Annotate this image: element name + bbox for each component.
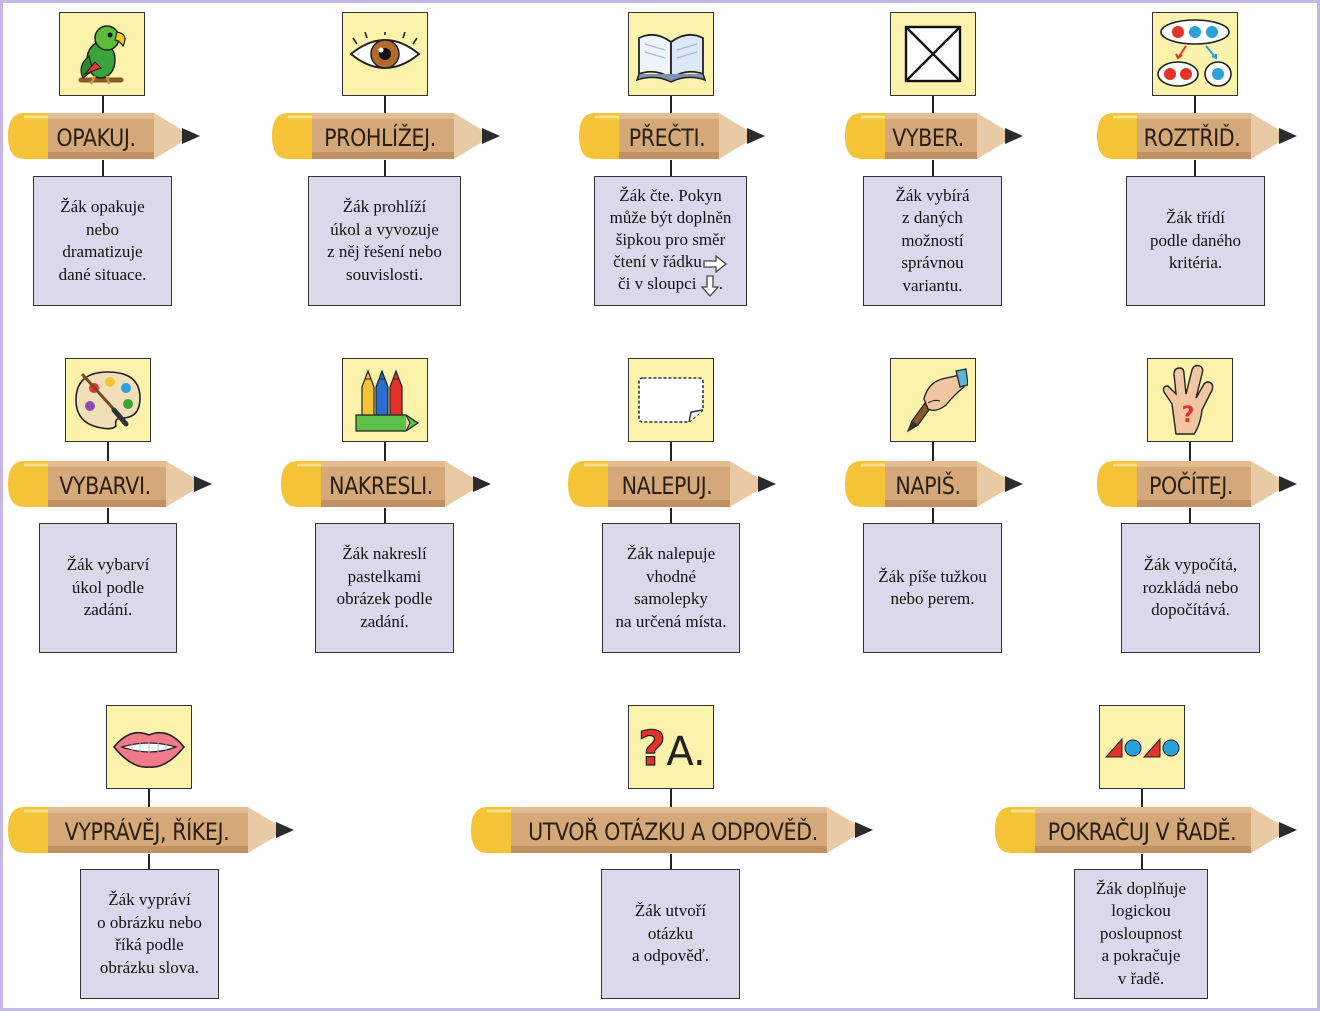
pencil-shape xyxy=(845,113,1023,159)
connector-line xyxy=(102,160,104,176)
description-text: Žák vypočítá, rozkládá nebo dopočítává. xyxy=(1142,555,1239,620)
arrow-right-icon xyxy=(703,254,727,273)
instruction-description: Žák doplňuje logickou posloupnost a pokr… xyxy=(1074,869,1208,999)
connector-line xyxy=(670,508,672,523)
arrow-down-icon xyxy=(700,274,719,297)
eye-icon xyxy=(342,12,428,96)
instruction-label: OPAKUJ. xyxy=(56,124,136,152)
connector-line xyxy=(1141,789,1143,809)
lips-icon xyxy=(106,705,192,789)
instruction-description: Žák vybarví úkol podle zadání. xyxy=(39,523,177,653)
connector-line xyxy=(670,789,672,809)
instruction-label: POČÍTEJ. xyxy=(1148,472,1234,500)
connector-line xyxy=(932,160,934,176)
instruction-label: NAPIŠ. xyxy=(895,472,961,500)
description-text: Žák nakreslí pastelkami obrázek podle za… xyxy=(336,544,433,631)
connector-line xyxy=(1194,160,1196,176)
description-text: Žák prohlíží úkol a vyvozuje z něj řešen… xyxy=(327,197,442,284)
instruction-description: Žák prohlíží úkol a vyvozuje z něj řešen… xyxy=(308,176,461,306)
pencil-shape xyxy=(1097,113,1297,159)
pencil-shape xyxy=(845,461,1023,507)
connector-line xyxy=(932,442,934,462)
connector-line xyxy=(384,96,386,116)
pencil-shape xyxy=(995,807,1297,853)
answer-glyph: A. xyxy=(666,729,705,775)
instruction-label: NALEPUJ. xyxy=(621,472,713,500)
instruction-description: Žák nalepuje vhodné samolepky na určená … xyxy=(602,523,740,653)
connector-line xyxy=(670,96,672,116)
pencil-shape xyxy=(8,461,212,507)
connector-line xyxy=(1189,442,1191,462)
description-text: Žák nalepuje vhodné samolepky na určená … xyxy=(615,544,727,631)
connector-line xyxy=(1141,854,1143,869)
pencil-shape xyxy=(568,461,776,507)
instruction-label: POKRAČUJ V ŘADĚ. xyxy=(1047,818,1237,846)
description-text: Žák píše tužkou nebo perem. xyxy=(878,566,987,609)
counting-hand-icon: ? xyxy=(1147,358,1233,442)
description-text: Žák čte. Pokyn může být doplněn šipkou p… xyxy=(609,186,732,272)
instruction-description: Žák nakreslí pastelkami obrázek podle za… xyxy=(315,523,454,653)
connector-line xyxy=(932,508,934,523)
instruction-description: Žák vybírá z daných možností správnou va… xyxy=(863,176,1002,306)
connector-line xyxy=(148,854,150,869)
pencil-shape xyxy=(471,807,873,853)
instruction-description: Žák vypráví o obrázku nebo říká podle ob… xyxy=(80,869,219,999)
connector-line xyxy=(1189,508,1191,523)
pencil-shape xyxy=(272,113,500,159)
pencil-shape xyxy=(8,807,294,853)
palette-icon xyxy=(65,358,151,442)
pencil-shape xyxy=(8,113,200,159)
svg-text:?: ? xyxy=(1182,403,1195,428)
instruction-description: Žák vypočítá, rozkládá nebo dopočítává. xyxy=(1121,523,1260,653)
instruction-description: Žák opakuje nebo dramatizuje dané situac… xyxy=(33,176,172,306)
description-text: Žák opakuje nebo dramatizuje dané situac… xyxy=(58,197,147,284)
connector-line xyxy=(670,160,672,176)
instruction-label: NAKRESLI. xyxy=(329,472,433,500)
connector-line xyxy=(384,508,386,523)
instruction-description: Žák píše tužkou nebo perem. xyxy=(863,523,1002,653)
description-text: Žák třídí podle daného kritéria. xyxy=(1149,208,1242,273)
open-book-icon xyxy=(628,12,714,96)
instruction-label: PŘEČTI. xyxy=(628,124,706,152)
connector-line xyxy=(384,442,386,462)
connector-line xyxy=(384,160,386,176)
description-text-end: či v sloupci xyxy=(618,274,697,294)
description-text: Žák doplňuje logickou posloupnost a pokr… xyxy=(1095,878,1187,988)
connector-line xyxy=(102,96,104,116)
instruction-label: UTVOŘ OTÁZKU A ODPOVĚĎ. xyxy=(528,818,818,846)
instruction-label: VYBER. xyxy=(892,124,964,152)
description-punct: . xyxy=(718,274,723,294)
instruction-label: VYBARVI. xyxy=(59,472,151,500)
connector-line xyxy=(107,508,109,523)
instruction-description: Žák utvoří otázku a odpověď. xyxy=(601,869,740,999)
description-text: Žák utvoří otázku a odpověď. xyxy=(631,901,710,966)
connector-line xyxy=(670,442,672,462)
instruction-description: Žák čte. Pokyn může být doplněn šipkou p… xyxy=(594,176,747,306)
instruction-label: VYPRÁVĚJ, ŘÍKEJ. xyxy=(64,818,230,846)
connector-line xyxy=(670,854,672,869)
pencil-shape xyxy=(281,461,491,507)
description-text: Žák vypráví o obrázku nebo říká podle ob… xyxy=(97,890,202,977)
connector-line xyxy=(1194,96,1196,116)
description-text: Žák vybarví úkol podle zadání. xyxy=(66,555,150,620)
connector-line xyxy=(148,789,150,809)
connector-line xyxy=(107,442,109,462)
instruction-description: Žák třídí podle daného kritéria. xyxy=(1126,176,1265,306)
pencil-shape xyxy=(1097,461,1297,507)
sorting-dots-icon xyxy=(1152,12,1238,96)
sticker-icon xyxy=(628,358,714,442)
question-glyph: ? xyxy=(638,721,666,775)
connector-line xyxy=(932,96,934,116)
crayons-icon xyxy=(342,358,428,442)
crossed-box-icon xyxy=(890,12,976,96)
description-text: Žák vybírá z daných možností správnou va… xyxy=(895,185,970,295)
pencil-shape xyxy=(579,113,765,159)
instruction-label: ROZTŘIĎ. xyxy=(1143,124,1241,152)
pattern-sequence-icon xyxy=(1099,705,1185,789)
question-answer-icon: ? A. xyxy=(628,705,714,789)
instruction-label: PROHLÍŽEJ. xyxy=(324,124,436,152)
parrot-icon xyxy=(59,12,145,96)
writing-hand-icon xyxy=(890,358,976,442)
